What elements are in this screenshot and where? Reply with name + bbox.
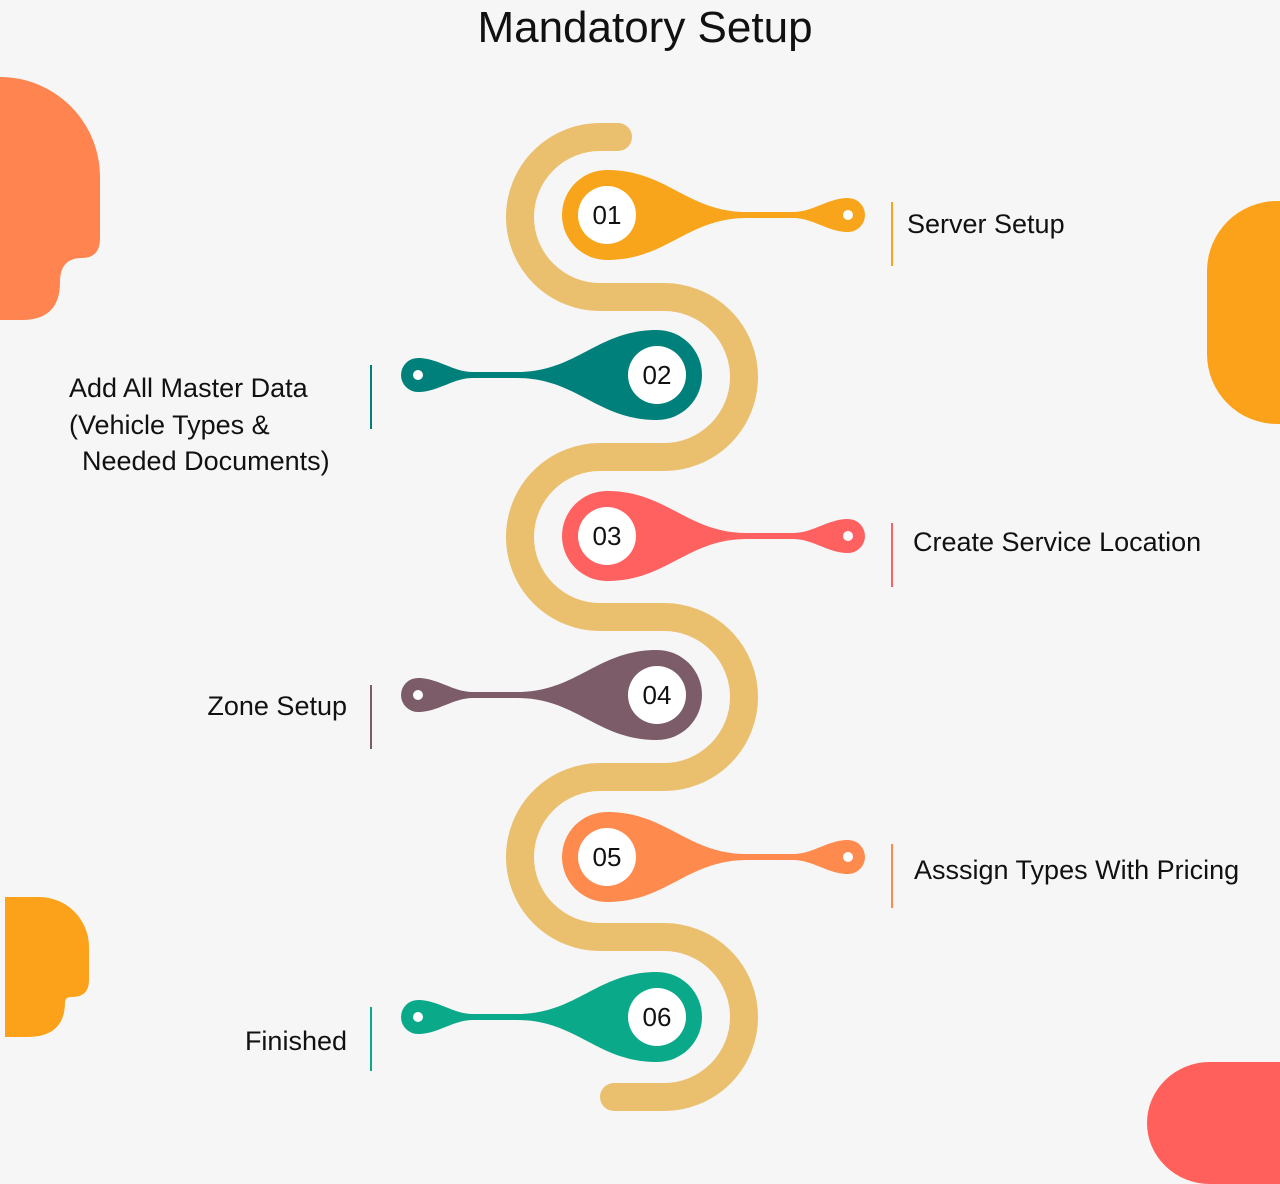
step-connector: [607, 170, 848, 260]
step-badge-inner: [628, 666, 686, 724]
step-badge-inner: [578, 828, 636, 886]
step-04: 04 Zone Setup: [207, 650, 702, 749]
step-label: Asssign Types With Pricing: [914, 855, 1239, 885]
step-label: Create Service Location: [913, 527, 1201, 557]
step-label: (Vehicle Types &: [69, 410, 270, 440]
step-number: 02: [643, 360, 672, 390]
step-03: 03 Create Service Location: [562, 491, 1201, 587]
step-endpoint-dot: [843, 852, 853, 862]
step-divider: [370, 1007, 372, 1071]
page-title: Mandatory Setup: [477, 3, 812, 52]
step-divider: [891, 523, 893, 587]
step-number: 05: [593, 842, 622, 872]
step-endpoint-dot: [843, 531, 853, 541]
step-connector: [418, 330, 657, 420]
step-connector: [418, 972, 657, 1062]
step-01: 01 Server Setup: [562, 170, 1065, 266]
step-connector: [607, 491, 848, 581]
step-divider: [370, 685, 372, 749]
step-badge-inner: [578, 507, 636, 565]
step-label: Server Setup: [907, 209, 1065, 239]
decor-blob-top-left: [0, 77, 100, 320]
decor-blob-bottom-right: [1147, 1062, 1280, 1184]
decor-blob-right: [1207, 201, 1280, 424]
step-endpoint-dot: [413, 1012, 423, 1022]
decor-blob-bottom-left: [5, 897, 89, 1037]
step-endpoint-dot: [413, 690, 423, 700]
step-badge-inner: [578, 186, 636, 244]
step-divider: [891, 202, 893, 266]
step-02: 02 Add All Master Data (Vehicle Types & Nee…: [69, 330, 702, 476]
step-connector: [607, 812, 848, 902]
step-label: Needed Documents): [82, 446, 330, 476]
step-05: 05 Asssign Types With Pricing: [562, 812, 1239, 908]
step-connector: [418, 650, 657, 740]
step-label: Finished: [245, 1026, 347, 1056]
step-number: 04: [643, 680, 672, 710]
winding-track: [506, 123, 758, 1111]
step-number: 06: [643, 1002, 672, 1032]
step-endpoint-dot: [843, 210, 853, 220]
step-badge-inner: [628, 346, 686, 404]
step-number: 03: [593, 521, 622, 551]
step-badge-inner: [628, 988, 686, 1046]
step-label: Zone Setup: [207, 691, 347, 721]
step-number: 01: [593, 200, 622, 230]
step-label: Add All Master Data: [69, 373, 309, 403]
step-divider: [370, 365, 372, 429]
step-divider: [891, 844, 893, 908]
step-endpoint-dot: [413, 370, 423, 380]
